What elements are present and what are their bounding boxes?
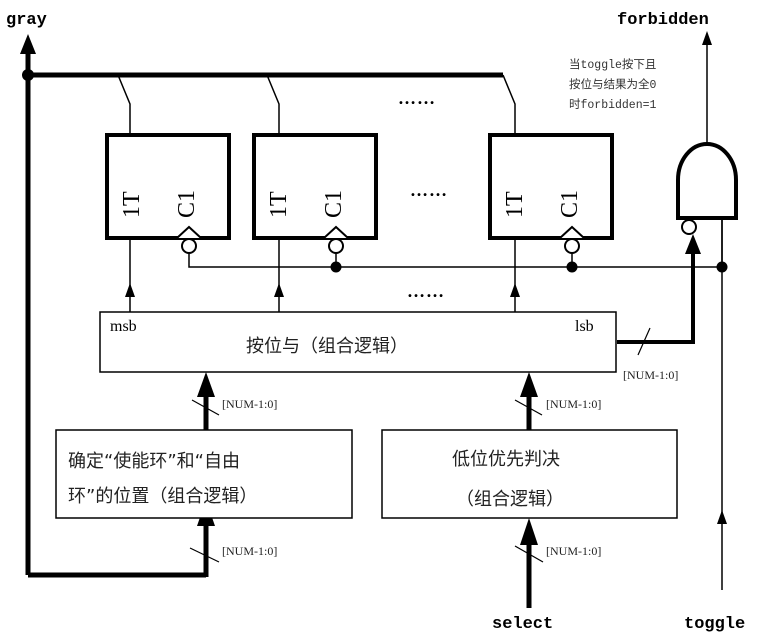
- bus-width-label: [NUM-1:0]: [623, 368, 678, 382]
- inverter-bubble-icon: [328, 238, 344, 254]
- inverter-bubble-icon: [181, 238, 197, 254]
- bus-width-label: [NUM-1:0]: [546, 544, 601, 558]
- gray-signal-label: gray: [6, 11, 47, 30]
- inverter-bubble-icon: [564, 238, 580, 254]
- inverter-bubble-icon: [681, 219, 697, 235]
- gray-to-position-bus-label: [NUM-1:0]: [189, 544, 277, 563]
- flipflop-lsb: 1T C1: [488, 133, 614, 254]
- clock-triangle-icon: [323, 225, 349, 239]
- svg-text:环”的位置（组合逻辑）: 环”的位置（组合逻辑）: [68, 486, 257, 507]
- position-block: 确定“使能环”和“自由 环”的位置（组合逻辑）: [55, 429, 353, 519]
- priority-to-and-bus: [NUM-1:0]: [514, 372, 601, 430]
- clock-triangle-icon: [559, 225, 585, 239]
- forbidden-signal-label: forbidden: [617, 11, 709, 30]
- svg-text:时forbidden=1: 时forbidden=1: [569, 98, 657, 112]
- msb-label: msb: [110, 318, 137, 335]
- flipflop-msb: 1T C1: [105, 133, 231, 254]
- position-to-and-bus: [NUM-1:0]: [191, 372, 277, 430]
- svg-text:1T: 1T: [266, 191, 292, 218]
- bus-width-label: [NUM-1:0]: [222, 544, 277, 558]
- svg-text:C1: C1: [557, 190, 583, 218]
- bus-width-label: [NUM-1:0]: [546, 397, 601, 411]
- clock-triangle-icon: [176, 225, 202, 239]
- select-signal-label: select: [492, 615, 553, 634]
- svg-text:1T: 1T: [502, 191, 528, 218]
- lower-ellipsis: ……: [407, 281, 445, 301]
- gray-bus: [20, 34, 516, 578]
- top-ellipsis: ……: [398, 88, 436, 108]
- toggle-clock-net: [188, 218, 728, 590]
- lsb-label: lsb: [575, 318, 594, 335]
- forbidden-note: 当toggle按下且 按位与结果为全0 时forbidden=1: [569, 57, 657, 112]
- svg-text:当toggle按下且: 当toggle按下且: [569, 57, 656, 72]
- junction-dot: [330, 261, 342, 273]
- svg-text:（组合逻辑）: （组合逻辑）: [456, 489, 564, 510]
- svg-text:1T: 1T: [119, 191, 145, 218]
- and-gate: [676, 31, 738, 267]
- junction-dot: [22, 69, 34, 81]
- svg-text:确定“使能环”和“自由: 确定“使能环”和“自由: [68, 451, 240, 472]
- forbidden-arrow-icon: [702, 31, 712, 45]
- junction-dot: [566, 261, 578, 273]
- svg-text:低位优先判决: 低位优先判决: [452, 449, 560, 470]
- svg-text:C1: C1: [174, 190, 200, 218]
- toggle-signal-label: toggle: [684, 615, 745, 634]
- bitwise-and-title: 按位与（组合逻辑）: [246, 336, 408, 357]
- bitwise-and-block: msb lsb 按位与（组合逻辑）: [99, 311, 617, 373]
- svg-text:按位与结果为全0: 按位与结果为全0: [569, 77, 656, 92]
- flipflop-2: 1T C1: [252, 133, 378, 254]
- middle-ellipsis: ……: [410, 180, 448, 200]
- svg-text:C1: C1: [321, 190, 347, 218]
- priority-block: 低位优先判决 （组合逻辑）: [381, 429, 678, 519]
- toggle-arrow-icon: [717, 510, 727, 524]
- select-bus: [NUM-1:0]: [514, 518, 601, 608]
- bitwise-and-outputs: [125, 238, 520, 312]
- and-result-bus: [NUM-1:0]: [617, 234, 701, 382]
- bus-width-label: [NUM-1:0]: [222, 397, 277, 411]
- gray-arrow-icon: [20, 34, 36, 54]
